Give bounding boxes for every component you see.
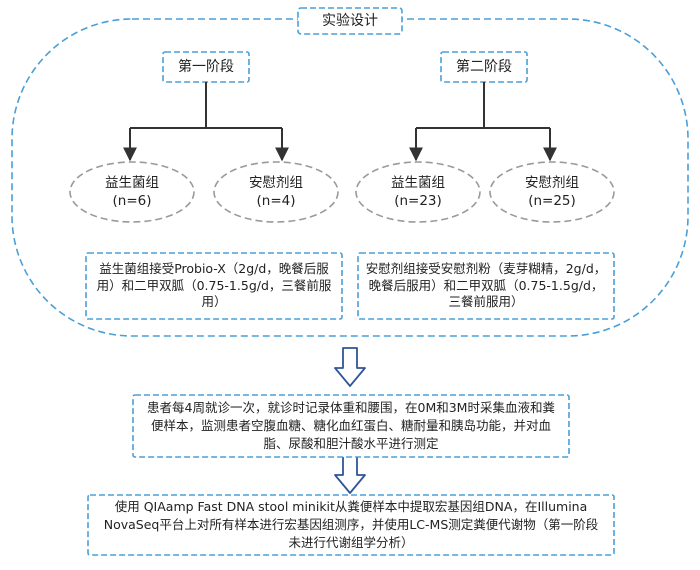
phase2-placebo-group: 安慰剂组 (n=25)	[490, 162, 614, 222]
group-count: (n=6)	[112, 193, 152, 209]
group-count: (n=4)	[256, 193, 296, 209]
group-name: 益生菌组	[105, 174, 159, 191]
step2-text: 使用 QIAamp Fast DNA stool minikit从粪便样本中提取…	[103, 498, 599, 551]
phase1-placebo-group: 安慰剂组 (n=4)	[214, 162, 338, 222]
phase2-probiotic-group: 益生菌组 (n=23)	[356, 162, 480, 222]
step2-box	[87, 494, 615, 556]
phase2-placebo-ellipse	[489, 161, 615, 223]
phase1-probiotic-ellipse	[69, 161, 195, 223]
down-arrow-2	[334, 454, 366, 494]
phase2-label: 第二阶段	[456, 58, 512, 75]
phase1-description: 益生菌组接受Probio-X（2g/d，晚餐后服用）和二甲双胍（0.75-1.5…	[96, 260, 332, 310]
phase2-description-box	[357, 252, 615, 320]
phase1-probiotic-group: 益生菌组 (n=6)	[70, 162, 194, 222]
down-arrow-1	[334, 347, 366, 387]
group-name: 益生菌组	[391, 174, 445, 191]
phase1-label: 第一阶段	[178, 58, 234, 75]
phase1-connectors	[123, 82, 289, 162]
group-name: 安慰剂组	[249, 174, 303, 191]
group-count: (n=23)	[394, 193, 442, 209]
phase1-placebo-ellipse	[213, 161, 339, 223]
step1-text: 患者每4周就诊一次，就诊时记录体重和腰围，在0M和3M时采集血液和粪便样本，监测…	[147, 399, 555, 452]
step1-box	[132, 394, 570, 458]
diagram-title: 实验设计	[322, 12, 378, 29]
experiment-design-container	[11, 18, 689, 337]
phase2-probiotic-ellipse	[355, 161, 481, 223]
phase2-description: 安慰剂组接受安慰剂粉（麦芽糊精，2g/d，晚餐后服用）和二甲双胍（0.75-1.…	[365, 260, 607, 310]
phase2-connectors	[409, 82, 557, 162]
title-box	[297, 7, 403, 35]
group-count: (n=25)	[528, 193, 576, 209]
phase1-description-box	[85, 252, 343, 320]
group-name: 安慰剂组	[525, 174, 579, 191]
